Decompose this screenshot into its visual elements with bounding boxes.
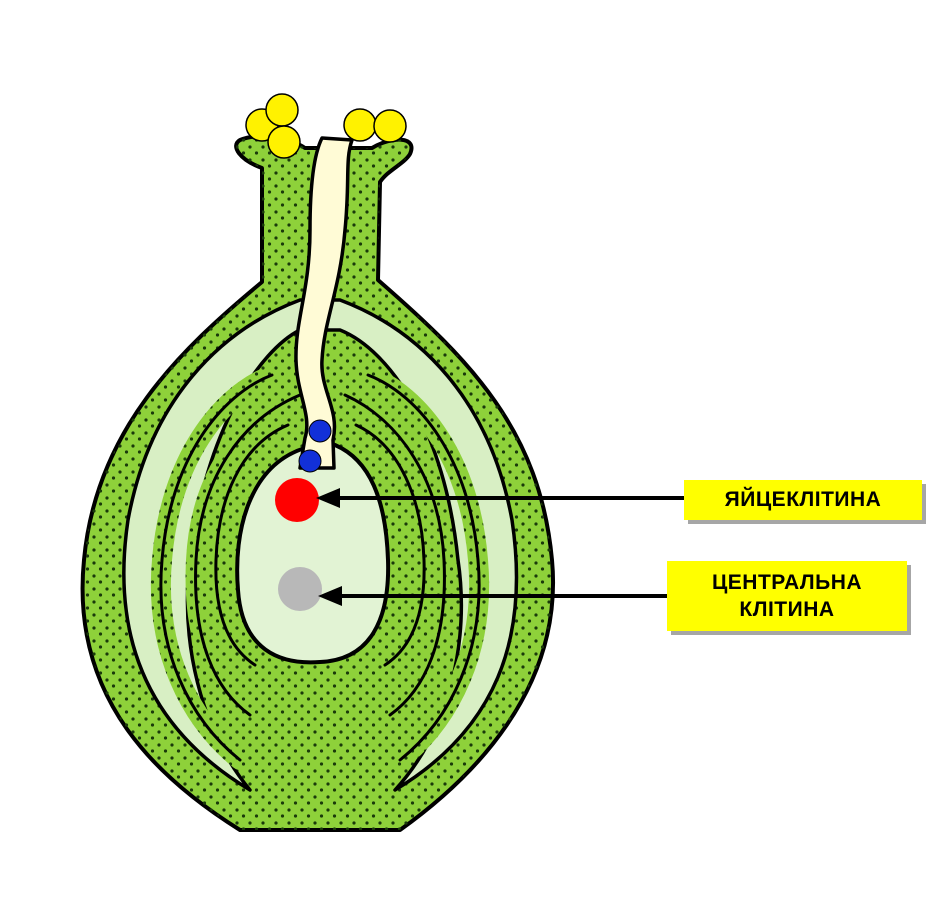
pollen-grains: [245, 93, 407, 159]
pollen-grain: [267, 125, 301, 159]
egg-cell-label: ЯЙЦЕКЛІТИНА: [684, 480, 922, 520]
egg-cell-arrowhead: [316, 488, 340, 508]
integument-edge: [366, 373, 481, 762]
central-cell-label: ЦЕНТРАЛЬНА КЛІТИНА: [667, 561, 907, 631]
integument-edge: [159, 373, 274, 762]
central-cell-label-line1: ЦЕНТРАЛЬНА: [711, 571, 863, 594]
integument-edge: [194, 393, 302, 717]
central-cell-label-line2: КЛІТИНА: [739, 598, 835, 621]
pointer-arrows: [316, 488, 684, 606]
central-cell-arrowhead: [318, 586, 342, 606]
pollen-grain: [265, 93, 299, 127]
integument-edge: [214, 423, 290, 667]
pollen-tube: [294, 136, 354, 470]
sperm-cell: [308, 419, 332, 443]
integuments: [151, 365, 489, 770]
pollen-grain: [373, 109, 407, 143]
integument-edge: [343, 393, 446, 717]
sperm-cell: [298, 449, 322, 473]
egg-cell: [275, 478, 319, 522]
integument-edge: [354, 423, 426, 667]
pollen-grain: [343, 108, 377, 142]
central-cell: [278, 567, 322, 611]
